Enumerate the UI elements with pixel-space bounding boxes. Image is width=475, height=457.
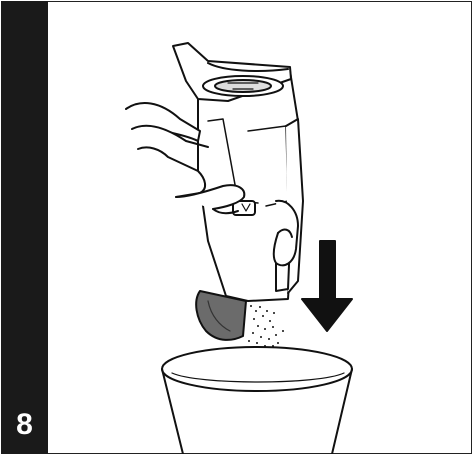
down-arrow-icon [302, 241, 352, 331]
illustration [48, 1, 472, 454]
step-number: 8 [1, 408, 48, 442]
step-sidebar: 8 [1, 1, 48, 454]
bin-icon [162, 347, 352, 454]
